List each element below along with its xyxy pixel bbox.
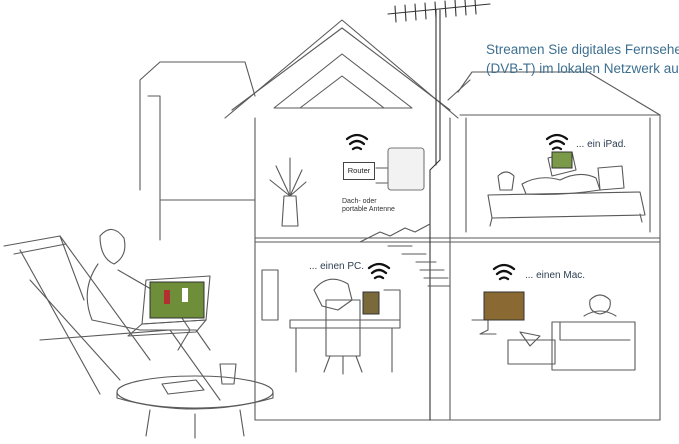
headline: Streamen Sie digitales Fernsehen (DVB-T)… — [486, 40, 679, 78]
mac-label: ... einen Mac. — [525, 270, 586, 281]
bedroom-scene — [487, 151, 646, 227]
house-outline — [139, 19, 661, 421]
dvbt-receiver — [387, 147, 425, 191]
wifi-icon-pc — [367, 262, 391, 280]
wifi-icon-router — [345, 133, 369, 151]
deckchair-scene — [3, 228, 221, 401]
tv-screens — [149, 151, 573, 321]
pc-label: ... einen PC. — [309, 261, 365, 272]
plant-vase — [269, 157, 307, 227]
antenna-label-line-2: portable Antenne — [342, 206, 395, 213]
side-table — [116, 363, 274, 439]
antenna-label-line-1: Dach- oder — [342, 198, 377, 205]
router-device — [375, 167, 389, 184]
headline-line-1: Streamen Sie digitales Fernsehen — [486, 42, 679, 57]
headline-line-2: (DVB-T) im lokalen Netzwerk auf... — [486, 61, 679, 76]
antenna-label: Dach- oder portable Antenne — [342, 198, 395, 214]
pc-room-scene — [261, 269, 401, 375]
ipad-label: ... ein iPad. — [576, 139, 627, 150]
wifi-icon-ipad — [545, 133, 569, 151]
roof-antenna — [387, 0, 491, 421]
router-label: Router — [343, 162, 375, 180]
staircase — [359, 223, 451, 287]
mac-room-scene — [471, 294, 636, 371]
wifi-icon-mac — [492, 263, 516, 281]
laptop — [127, 275, 211, 337]
